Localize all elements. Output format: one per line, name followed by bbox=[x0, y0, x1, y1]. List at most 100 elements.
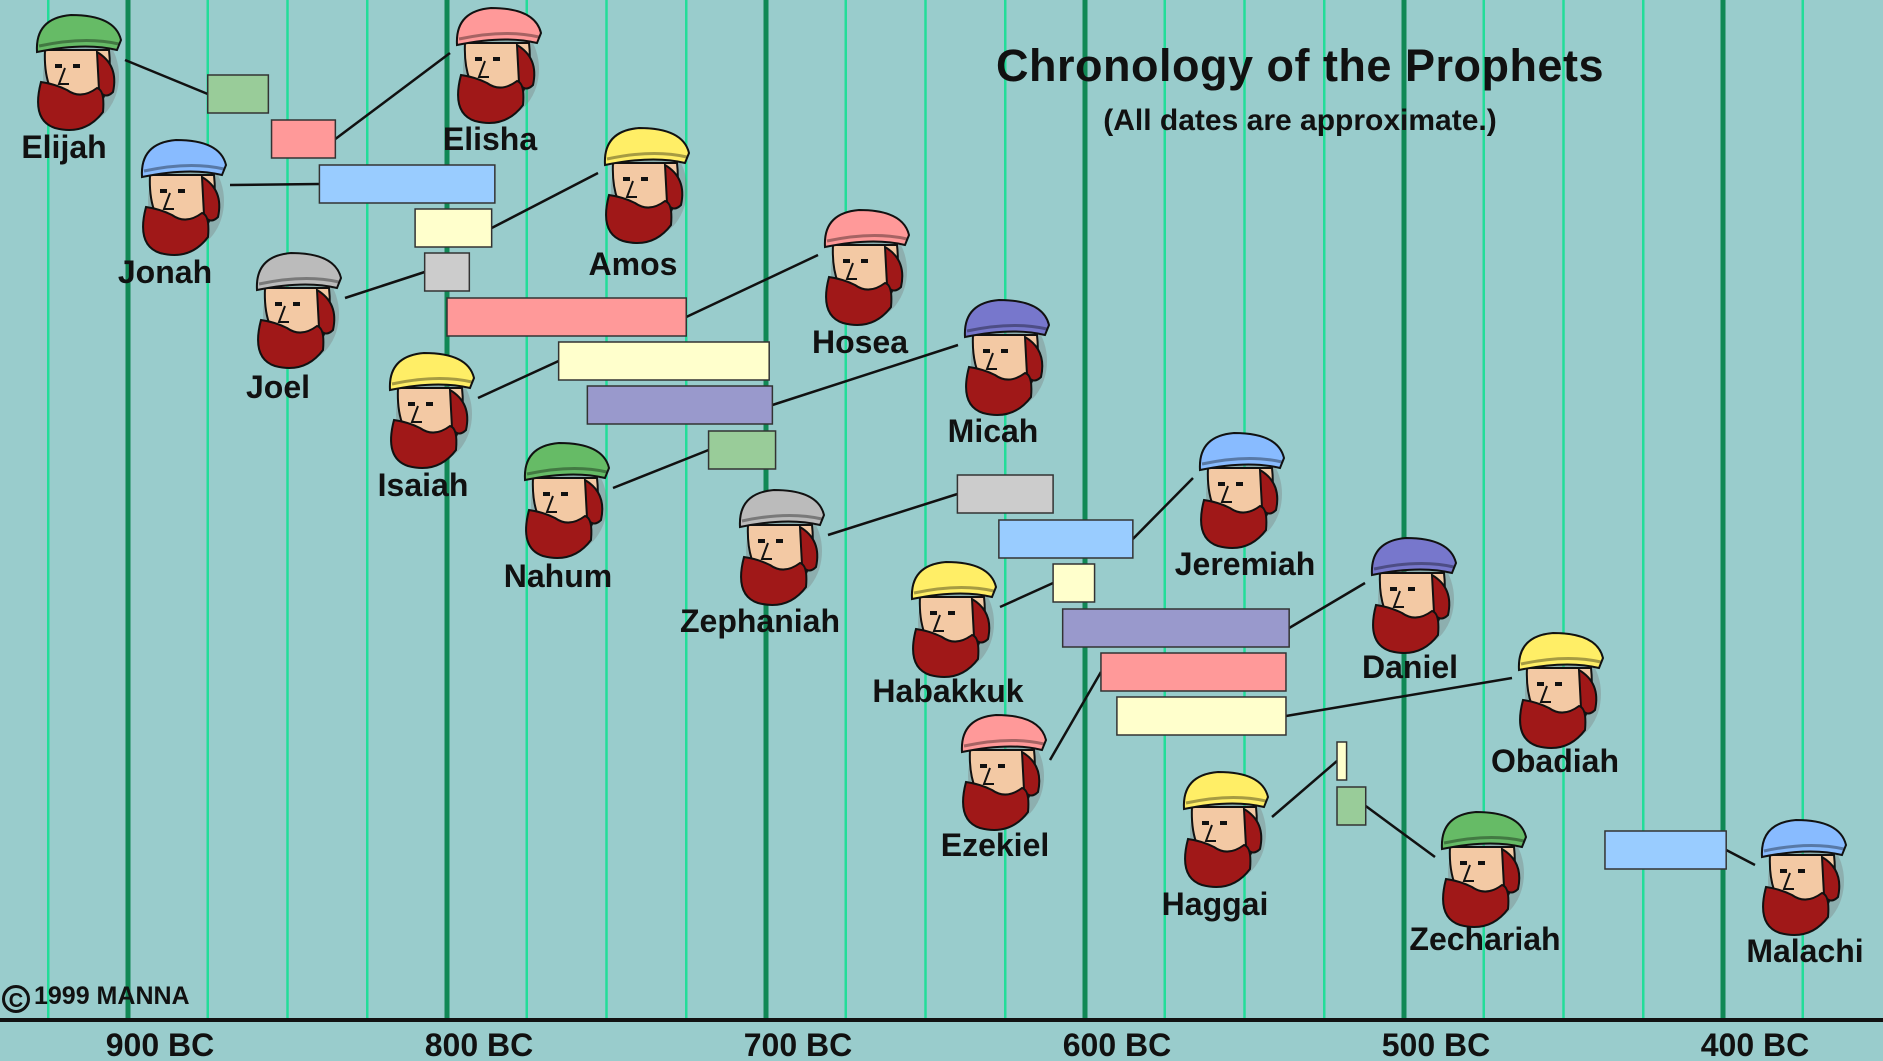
ezekiel-connector bbox=[1048, 671, 1103, 761]
micah-figure-icon bbox=[963, 298, 1051, 416]
isaiah-bar bbox=[557, 341, 770, 381]
figure-eye bbox=[1220, 821, 1227, 825]
figure-hat bbox=[388, 351, 476, 392]
daniel-connector bbox=[1288, 581, 1366, 630]
figure-nose bbox=[162, 192, 174, 210]
figure-hat bbox=[738, 488, 826, 529]
jonah-connector bbox=[229, 182, 320, 187]
joel-label: Joel bbox=[246, 369, 310, 405]
figure-nose bbox=[1220, 485, 1232, 503]
figure-eye bbox=[641, 177, 648, 181]
figure-hat bbox=[823, 208, 911, 249]
amos-connector bbox=[491, 171, 599, 230]
jonah-label: Jonah bbox=[118, 254, 212, 290]
chart-subtitle: (All dates are approximate.) bbox=[1103, 104, 1497, 137]
figure-hat bbox=[455, 6, 543, 47]
figure-eye bbox=[73, 64, 80, 68]
daniel-bar bbox=[1061, 608, 1290, 648]
figure-hat-band bbox=[826, 233, 908, 243]
hosea-connector bbox=[685, 253, 819, 319]
figure-nose bbox=[1392, 590, 1404, 608]
haggai-label: Haggai bbox=[1162, 886, 1269, 922]
joel-bar bbox=[423, 252, 471, 292]
micah-bar bbox=[586, 385, 774, 425]
figure-eye bbox=[1202, 821, 1209, 825]
figure-eye bbox=[1798, 869, 1805, 873]
figure-eye bbox=[1408, 587, 1415, 591]
figure-eye bbox=[408, 402, 415, 406]
daniel-label: Daniel bbox=[1362, 649, 1458, 685]
ezekiel-label: Ezekiel bbox=[941, 827, 1050, 863]
figure-eye bbox=[1390, 587, 1397, 591]
obadiah-connector bbox=[1285, 676, 1513, 718]
figure-beard bbox=[1372, 603, 1440, 654]
figure-hat bbox=[910, 560, 998, 601]
figure-beard bbox=[1442, 877, 1510, 928]
amos-bar bbox=[414, 208, 493, 248]
elijah-bar bbox=[207, 74, 270, 114]
figure-hat-band bbox=[913, 585, 995, 595]
figure-hat bbox=[1440, 810, 1528, 851]
zephaniah-connector bbox=[827, 492, 958, 537]
jeremiah-label: Jeremiah bbox=[1175, 546, 1316, 582]
jeremiah-bar bbox=[998, 519, 1134, 559]
figure-hat bbox=[255, 251, 343, 292]
x-tick-label: 600 BC bbox=[1063, 1027, 1172, 1061]
figure-beard bbox=[740, 555, 808, 606]
habakkuk-connector bbox=[999, 581, 1054, 609]
figure-eye bbox=[998, 764, 1005, 768]
micah-connector bbox=[771, 343, 959, 407]
figure-nose bbox=[845, 262, 857, 280]
habakkuk-bar bbox=[1052, 563, 1096, 603]
nahum-label: Nahum bbox=[504, 558, 612, 594]
nahum-bar bbox=[707, 430, 777, 470]
amos-label: Amos bbox=[589, 246, 678, 282]
figure-beard bbox=[1519, 698, 1587, 749]
figure-hat bbox=[523, 441, 611, 482]
hosea-bar bbox=[446, 297, 687, 337]
ezekiel-figure-icon bbox=[960, 713, 1048, 831]
figure-eye bbox=[1218, 482, 1225, 486]
figure-eye bbox=[493, 57, 500, 61]
elisha-figure-icon bbox=[455, 6, 543, 124]
figure-eye bbox=[1478, 861, 1485, 865]
figure-hat-band bbox=[1201, 456, 1283, 466]
haggai-connector bbox=[1271, 760, 1338, 818]
figure-eye bbox=[1555, 682, 1562, 686]
figure-eye bbox=[426, 402, 433, 406]
figure-nose bbox=[982, 767, 994, 785]
figure-nose bbox=[57, 67, 69, 85]
joel-figure-icon bbox=[255, 251, 343, 369]
figure-hat bbox=[1517, 631, 1605, 672]
zephaniah-figure-icon bbox=[738, 488, 826, 606]
zephaniah-label: Zephaniah bbox=[680, 603, 840, 639]
isaiah-label: Isaiah bbox=[378, 467, 469, 503]
figure-beard bbox=[257, 318, 325, 369]
figure-hat bbox=[960, 713, 1048, 754]
figure-hat-band bbox=[526, 466, 608, 476]
figure-beard bbox=[525, 508, 593, 559]
elijah-figure-icon bbox=[35, 13, 123, 131]
figure-hat-band bbox=[606, 151, 688, 161]
figure-nose bbox=[1539, 685, 1551, 703]
hosea-label: Hosea bbox=[812, 324, 908, 360]
figure-beard bbox=[37, 80, 105, 131]
elisha-connector bbox=[334, 52, 451, 140]
zephaniah-bar bbox=[956, 474, 1054, 514]
chart-title: Chronology of the Prophets bbox=[996, 40, 1604, 91]
figure-hat-band bbox=[458, 31, 540, 41]
prophet-bars bbox=[207, 74, 1727, 870]
x-tick-label: 900 BC bbox=[106, 1027, 215, 1061]
figure-nose bbox=[1782, 872, 1794, 890]
figure-eye bbox=[983, 349, 990, 353]
jeremiah-connector bbox=[1131, 477, 1194, 540]
figure-beard bbox=[1184, 837, 1252, 888]
figure-beard bbox=[965, 365, 1033, 416]
figure-hat bbox=[1198, 431, 1286, 472]
figure-eye bbox=[178, 189, 185, 193]
zechariah-label: Zechariah bbox=[1409, 921, 1560, 957]
malachi-label: Malachi bbox=[1746, 933, 1863, 969]
elisha-label: Elisha bbox=[443, 121, 537, 157]
habakkuk-label: Habakkuk bbox=[872, 673, 1023, 709]
figure-nose bbox=[410, 405, 422, 423]
